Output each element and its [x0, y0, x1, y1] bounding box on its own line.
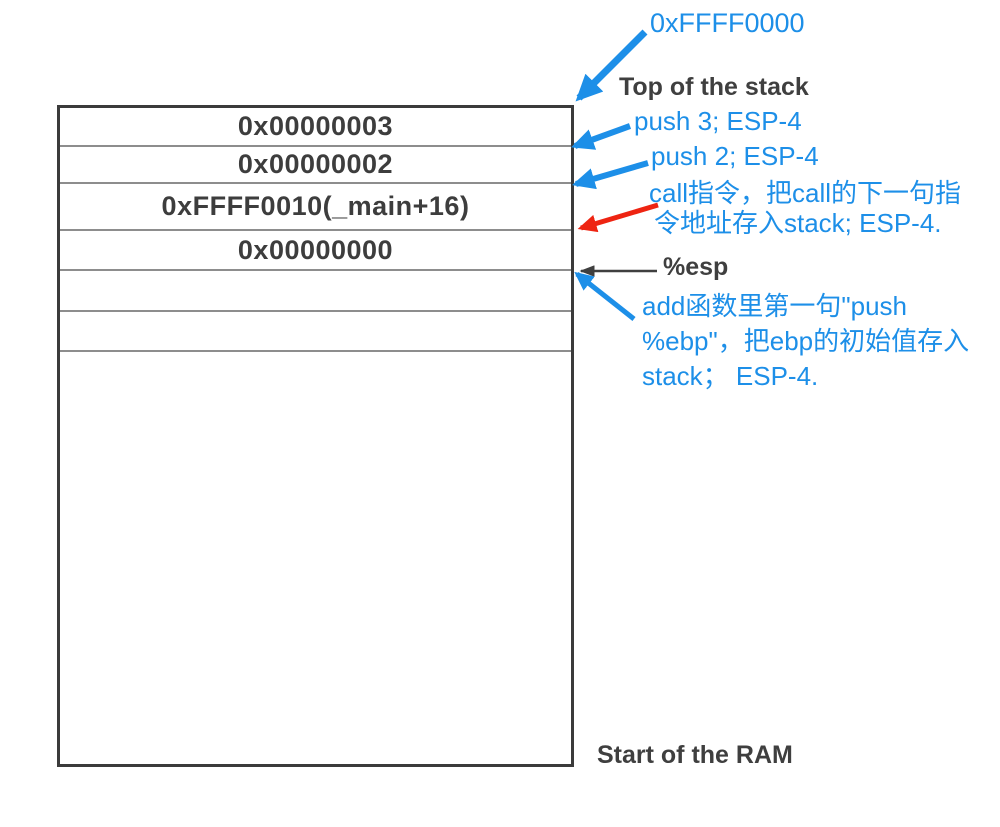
stack-box: 0x00000003 0x00000002 0xFFFF0010(_main+1… [57, 105, 574, 767]
stack-row-return-address: 0xFFFF0010(_main+16) [60, 184, 571, 231]
stack-row-empty [60, 271, 571, 312]
push3-note: push 3; ESP-4 [634, 106, 802, 136]
arrow-add-push-ebp [574, 271, 636, 321]
stack-row-saved-ebp: 0x00000000 [60, 231, 571, 271]
add-note-line2: %ebp"，把ebp的初始值存入 [642, 326, 970, 356]
push2-note: push 2; ESP-4 [651, 141, 819, 171]
stack-cell-text: 0xFFFF0010(_main+16) [161, 191, 470, 221]
arrow-call-red [577, 202, 659, 233]
start-of-ram-label: Start of the RAM [597, 741, 793, 769]
stack-cell-text: 0x00000002 [237, 149, 394, 179]
esp-label: %esp [663, 253, 729, 281]
top-of-stack-label: Top of the stack [619, 73, 809, 101]
call-note-line2: 令地址存入stack; ESP-4. [654, 208, 942, 238]
add-note-line1: add函数里第一句"push [642, 291, 907, 321]
stack-cell-text: 0x00000003 [237, 111, 394, 141]
arrow-push2 [571, 160, 649, 190]
add-note-line3: stack； ESP-4. [642, 361, 819, 391]
top-address-label: 0xFFFF0000 [650, 8, 805, 38]
stack-row-value-2: 0x00000002 [60, 147, 571, 184]
stack-cell-text: 0x00000000 [237, 234, 394, 265]
stack-row-value-3: 0x00000003 [60, 108, 571, 147]
call-note-line1: call指令，把call的下一句指 [649, 178, 962, 208]
arrow-push3 [571, 123, 632, 150]
stack-row-free-space [60, 352, 571, 764]
stack-row-empty [60, 312, 571, 352]
